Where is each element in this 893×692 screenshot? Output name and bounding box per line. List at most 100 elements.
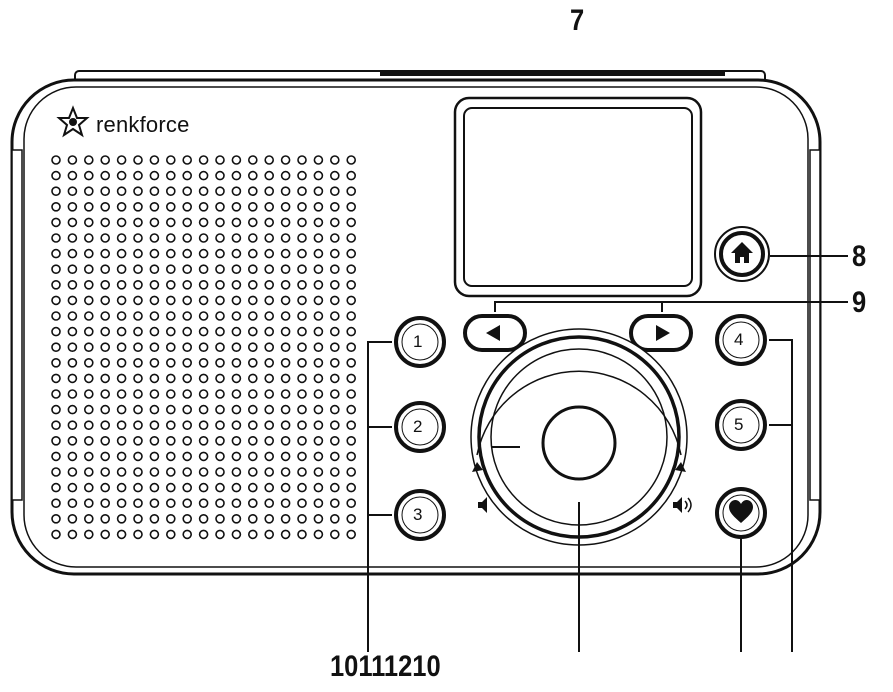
grille-hole [297, 264, 307, 275]
grille-hole [84, 186, 94, 196]
grille-hole [215, 264, 225, 275]
grille-hole [264, 451, 275, 462]
grille-hole [116, 435, 127, 446]
grille-hole [231, 513, 242, 524]
grille-hole [248, 170, 258, 181]
grille-hole [313, 311, 324, 321]
grille-hole [280, 389, 291, 399]
grille-hole [313, 482, 324, 493]
grille-hole [182, 311, 192, 321]
grille-hole [84, 435, 94, 446]
grille-hole [264, 326, 275, 337]
grille-hole [182, 357, 192, 368]
grille-hole [346, 217, 357, 228]
grille-hole [346, 248, 357, 259]
grille-hole [231, 279, 242, 290]
grille-hole [346, 233, 357, 243]
grille-hole [264, 248, 275, 259]
grille-hole [116, 482, 127, 493]
grille-hole [297, 279, 307, 290]
grille-hole [133, 170, 143, 181]
grille-hole [215, 420, 225, 431]
grille-hole [67, 482, 78, 493]
grille-hole [231, 389, 242, 399]
grille-hole [84, 467, 94, 477]
home-icon [731, 242, 753, 263]
left-side-strip [11, 149, 23, 501]
grille-hole [215, 279, 225, 290]
grille-hole [84, 451, 94, 462]
dial-rotation-arc [476, 370, 682, 456]
grille-hole [280, 342, 291, 353]
preset-button-3[interactable] [394, 489, 446, 541]
preset-button-2[interactable] [394, 401, 446, 453]
grille-hole [346, 482, 357, 493]
grille-hole [280, 186, 291, 196]
grille-hole [248, 186, 258, 196]
preset-button-4[interactable] [715, 314, 767, 366]
grille-hole [198, 373, 209, 384]
grille-hole [149, 264, 160, 275]
grille-hole [329, 202, 340, 212]
grille-hole [51, 373, 61, 384]
grille-hole [100, 482, 110, 493]
grille-hole [313, 186, 324, 196]
grille-hole [346, 326, 357, 337]
preset-button-5[interactable] [715, 399, 767, 451]
grille-hole [329, 217, 340, 228]
grille-hole [116, 217, 127, 228]
grille-hole [149, 217, 160, 228]
grille-hole [297, 217, 307, 228]
grille-hole [215, 404, 225, 415]
grille-hole [67, 373, 78, 384]
grille-hole [329, 451, 340, 462]
grille-hole [297, 389, 307, 399]
grille-hole [166, 295, 176, 306]
grille-hole [100, 513, 110, 524]
grille-hole [198, 264, 209, 275]
grille-hole [84, 326, 94, 337]
grille-hole [116, 342, 127, 353]
grille-hole [248, 217, 258, 228]
grille-hole [297, 420, 307, 431]
grille-hole [297, 186, 307, 196]
grille-hole [248, 248, 258, 259]
grille-hole [248, 435, 258, 446]
grille-hole [248, 451, 258, 462]
grille-hole [166, 342, 176, 353]
grille-hole [329, 420, 340, 431]
grille-hole [231, 420, 242, 431]
grille-hole [133, 482, 143, 493]
grille-hole [182, 389, 192, 399]
grille-hole [133, 420, 143, 431]
grille-hole [198, 248, 209, 259]
grille-hole [51, 513, 61, 524]
grille-hole [84, 217, 94, 228]
grille-hole [84, 295, 94, 306]
grille-hole [248, 482, 258, 493]
grille-hole [100, 295, 110, 306]
grille-hole [313, 404, 324, 415]
preset-button-1[interactable] [394, 316, 446, 368]
grille-hole [198, 435, 209, 446]
grille-hole [67, 357, 78, 368]
grille-hole [280, 482, 291, 493]
grille-hole [166, 170, 176, 181]
brand-name: renkforce [96, 112, 190, 137]
grille-hole [313, 513, 324, 524]
grille-hole [149, 186, 160, 196]
grille-hole [116, 279, 127, 290]
grille-hole [297, 404, 307, 415]
grille-hole [182, 155, 192, 165]
grille-hole [346, 264, 357, 275]
grille-hole [100, 404, 110, 415]
grille-hole [215, 233, 225, 243]
select-knob[interactable] [541, 405, 617, 481]
grille-hole [100, 420, 110, 431]
grille-hole [116, 311, 127, 321]
grille-hole [149, 451, 160, 462]
grille-hole [116, 248, 127, 259]
grille-hole [280, 498, 291, 509]
grille-hole [116, 420, 127, 431]
